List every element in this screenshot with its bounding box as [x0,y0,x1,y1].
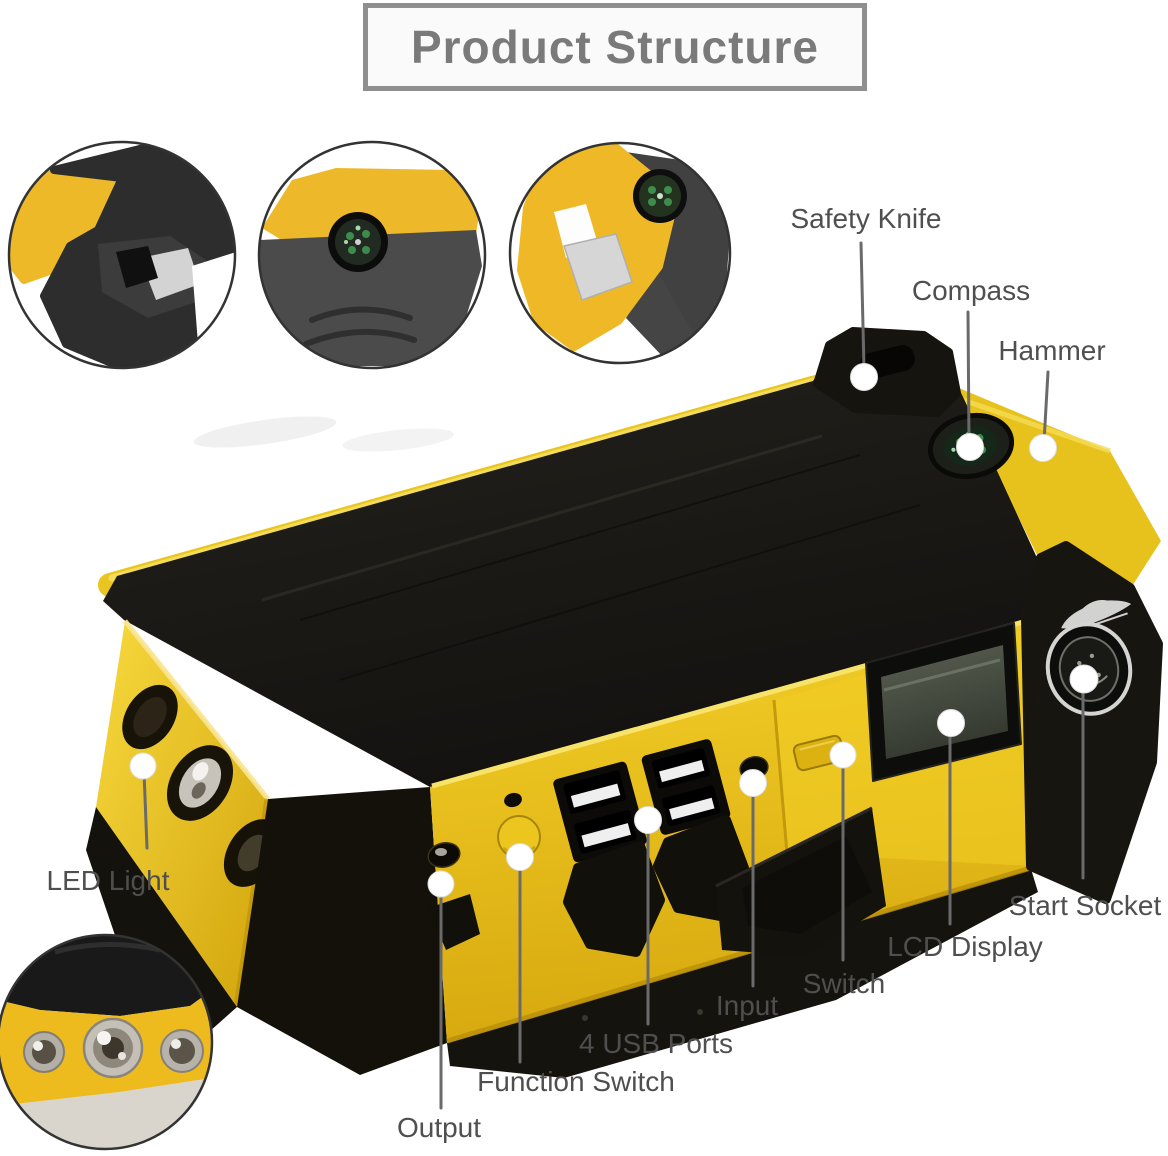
watermark-smudge [193,416,454,452]
inset-led-1 [23,1031,65,1073]
callout-dot-function-switch [506,843,534,871]
callout-dot-start-socket [1069,664,1099,694]
title-box: Product Structure [363,3,867,91]
callout-label-compass: Compass [911,275,1031,306]
callout-dot-output [427,870,455,898]
device-bottom-left [86,807,237,1040]
callout-label-lcd-display: LCD Display [887,931,1043,962]
output-port [427,841,461,869]
callout-label-function-switch: Function Switch [477,1066,675,1097]
page-title: Product Structure [410,21,820,73]
callout-label-output: Output [396,1112,482,1143]
right-end-cap [1021,541,1163,904]
lcd-display [865,622,1022,782]
inset-led-3 [160,1029,204,1073]
inset-hammer-closeup [508,141,732,365]
led-panel [96,619,283,1008]
inset-compass-closeup [257,140,487,370]
callout-dot-safety-knife [850,363,878,391]
callout-dot-led-light [129,752,157,780]
front-small-hole [504,792,522,808]
callout-dot-lcd-display [937,709,965,737]
callout-dot-input [739,769,767,797]
callout-line-led-light [142,770,149,850]
callout-label-led-light: LED Light [46,865,170,896]
inset-led-2 [82,1017,144,1079]
callout-dot-usb-ports [634,806,662,834]
inset-led-closeup [0,933,214,1151]
led-hole-2 [166,745,234,821]
usb-ports [553,739,731,863]
callout-dot-compass [956,433,984,461]
inset-safety-knife-closeup [7,140,237,370]
device-left-corner [237,787,447,1075]
callout-dot-hammer [1029,434,1057,462]
callout-line-compass [966,310,971,444]
callout-dot-switch [829,741,857,769]
callout-label-input: Input [715,990,779,1021]
callout-label-start-socket: Start Socket [1008,890,1162,921]
safety-knife-slot [813,327,961,417]
callout-line-hammer [1042,370,1050,444]
callout-label-usb-ports: 4 USB Ports [578,1028,734,1059]
device-bottom-strip [447,869,1038,1078]
led-hole-1 [122,684,178,750]
callout-label-safety-knife: Safety Knife [790,203,942,234]
callout-line-safety-knife [859,241,866,370]
device-top-face [103,334,1038,787]
callout-label-hammer: Hammer [998,335,1106,366]
jump-starter-device [86,327,1163,1078]
usb-block-2 [641,739,731,835]
callout-label-switch: Switch [802,968,886,999]
usb-block-1 [553,761,647,863]
callout-dots [129,363,1099,898]
callout-lines [142,241,1085,1110]
